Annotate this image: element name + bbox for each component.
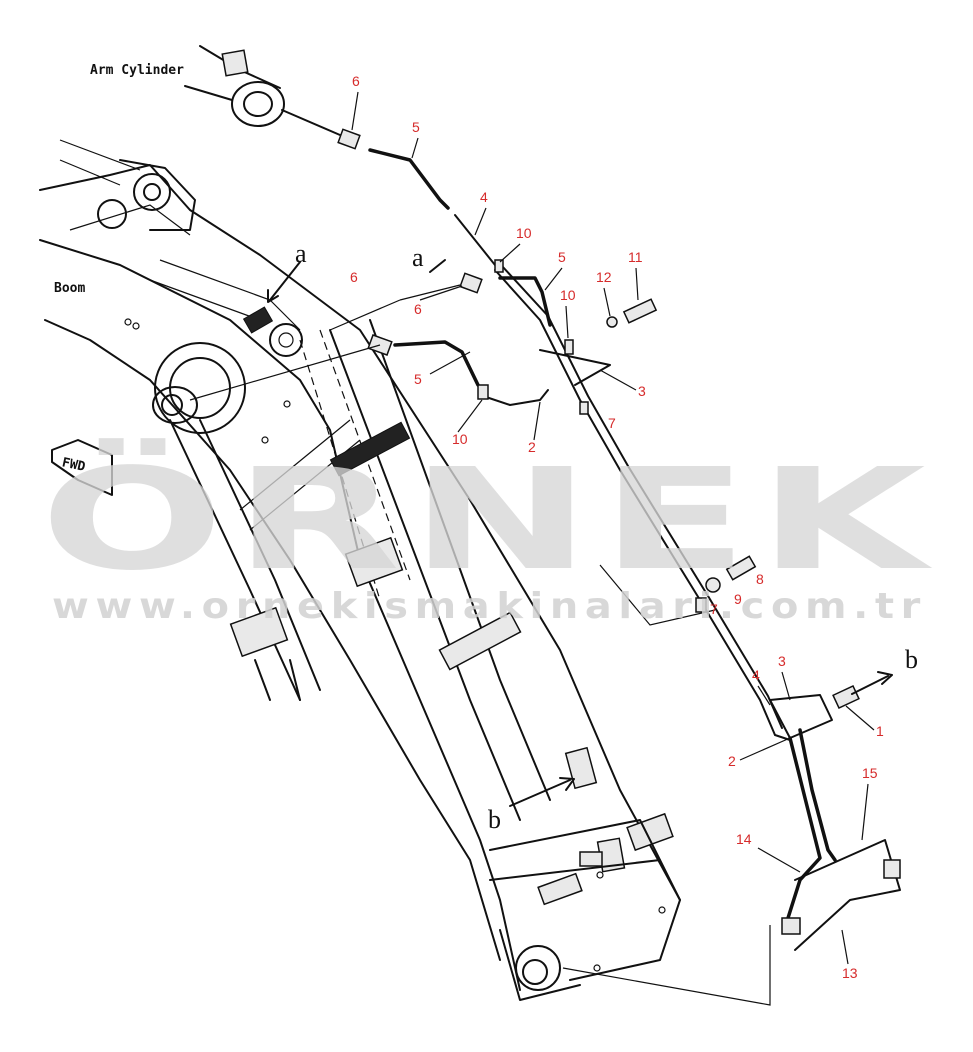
callout-6: 6 bbox=[350, 269, 358, 285]
view-letter-b-lower: b bbox=[488, 805, 501, 834]
callout-4: 4 bbox=[752, 667, 760, 683]
callout-6: 6 bbox=[352, 73, 360, 89]
arm-cylinder-label: Arm Cylinder bbox=[90, 63, 184, 78]
callout-10: 10 bbox=[516, 225, 532, 241]
callout-10: 10 bbox=[560, 287, 576, 303]
boom-label: Boom bbox=[54, 281, 85, 296]
watermark-url: www.ornekismakinalari.com.tr bbox=[52, 586, 927, 627]
callout-6: 6 bbox=[414, 301, 422, 317]
callout-15: 15 bbox=[862, 765, 878, 781]
watermark-brand: ÖRNEK bbox=[40, 437, 935, 602]
callout-7: 7 bbox=[608, 415, 616, 431]
callout-14: 14 bbox=[736, 831, 752, 847]
callout-5: 5 bbox=[412, 119, 420, 135]
callout-1: 1 bbox=[876, 723, 884, 739]
boom-structure bbox=[39, 139, 681, 1001]
callout-3: 3 bbox=[638, 383, 646, 399]
callout-8: 8 bbox=[756, 571, 764, 587]
leader-lines bbox=[351, 91, 875, 965]
callout-5: 5 bbox=[414, 371, 422, 387]
callout-4: 4 bbox=[480, 189, 488, 205]
callout-2: 2 bbox=[528, 439, 536, 455]
view-letter-b-right: b bbox=[905, 645, 918, 674]
watermark: ÖRNEK www.ornekismakinalari.com.tr bbox=[40, 437, 935, 627]
view-letter-a-mid: a bbox=[412, 243, 424, 272]
callout-11: 11 bbox=[628, 249, 643, 265]
callout-numbers: 6 5 4 10 5 11 12 6 6 10 5 3 7 10 2 8 9 7… bbox=[350, 73, 884, 981]
callout-9: 9 bbox=[734, 591, 742, 607]
fwd-indicator: FWD bbox=[51, 439, 113, 496]
callout-2: 2 bbox=[728, 753, 736, 769]
view-letter-a-top: a bbox=[295, 239, 307, 268]
callout-10: 10 bbox=[452, 431, 468, 447]
callout-13: 13 bbox=[842, 965, 858, 981]
callout-3: 3 bbox=[778, 653, 786, 669]
fwd-label: FWD bbox=[61, 455, 87, 475]
callout-7: 7 bbox=[710, 601, 718, 617]
callout-12: 12 bbox=[596, 269, 612, 285]
callout-5: 5 bbox=[558, 249, 566, 265]
